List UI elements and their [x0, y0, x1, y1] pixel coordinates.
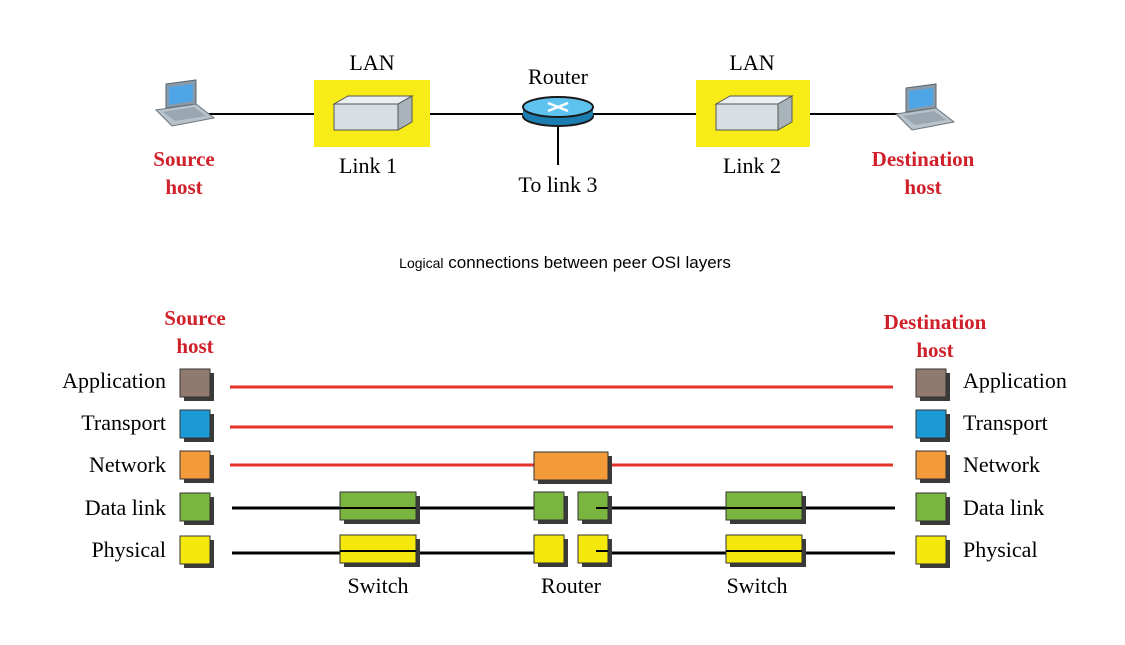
dest-host-label-line2: host: [904, 175, 941, 199]
device-label-router: Router: [541, 573, 602, 598]
link1-label: Link 1: [339, 153, 397, 178]
dest-layer-stack: [915, 368, 950, 568]
dest-network-box: [915, 450, 947, 480]
source-application-box: [179, 368, 211, 398]
source-transport-box: [179, 409, 211, 439]
network-topology: LAN LAN Router Link 1 Link 2 To link 3 S…: [153, 50, 974, 199]
right-switch-physical-box: [725, 534, 803, 564]
right-switch-stack: [725, 491, 806, 567]
caption: Logical connections between peer OSI lay…: [399, 253, 731, 272]
router-datalink-box-left: [533, 491, 565, 521]
layer-label-datalink-right: Data link: [963, 495, 1044, 520]
dest-transport-box: [915, 409, 947, 439]
dest-host-label-line1: Destination: [872, 147, 975, 171]
router-icon: [522, 96, 594, 127]
device-label-switch-right: Switch: [726, 573, 787, 598]
dest-datalink-box: [915, 492, 947, 522]
dest-application-box: [915, 368, 947, 398]
layer-label-application-right: Application: [963, 368, 1067, 393]
osi-dest-label-line2: host: [916, 338, 953, 362]
link3-label: To link 3: [518, 172, 597, 197]
caption-part1: Logical: [399, 255, 443, 271]
router-network-box: [533, 451, 609, 481]
layer-label-application-left: Application: [62, 368, 166, 393]
osi-source-label-line2: host: [176, 334, 213, 358]
lan-right-label: LAN: [729, 50, 774, 75]
layer-label-physical-left: Physical: [91, 537, 166, 562]
dest-physical-box: [915, 535, 947, 565]
router-stack: [533, 451, 612, 567]
destination-laptop-icon: [894, 83, 956, 131]
osi-dest-label-line1: Destination: [884, 310, 987, 334]
source-laptop-icon: [154, 79, 216, 127]
layer-label-transport-left: Transport: [81, 410, 166, 435]
source-layer-stack: [179, 368, 214, 568]
source-host-label-line1: Source: [153, 147, 214, 171]
left-switch-physical-box: [339, 534, 417, 564]
right-switch-datalink-box: [725, 491, 803, 521]
source-network-box: [179, 450, 211, 480]
layer-label-network-left: Network: [89, 452, 166, 477]
caption-part2: connections between peer OSI layers: [444, 253, 731, 272]
layer-label-transport-right: Transport: [963, 410, 1048, 435]
router-physical-box-right: [577, 534, 609, 564]
osi-source-label-line1: Source: [164, 306, 225, 330]
lan-right-switch-icon: [714, 95, 794, 131]
lan-left-switch-icon: [332, 95, 414, 131]
lan-left-label: LAN: [349, 50, 394, 75]
device-label-switch-left: Switch: [347, 573, 408, 598]
router-label: Router: [528, 64, 589, 89]
source-physical-box: [179, 535, 211, 565]
router-datalink-box-right: [577, 491, 609, 521]
osi-layers: Source host Destination host: [62, 306, 1067, 598]
layer-label-datalink-left: Data link: [85, 495, 166, 520]
layer-label-physical-right: Physical: [963, 537, 1038, 562]
left-switch-datalink-box: [339, 491, 417, 521]
left-switch-stack: [339, 491, 420, 567]
layer-label-network-right: Network: [963, 452, 1040, 477]
link2-label: Link 2: [723, 153, 781, 178]
router-physical-box-left: [533, 534, 565, 564]
source-host-label-line2: host: [165, 175, 202, 199]
source-datalink-box: [179, 492, 211, 522]
